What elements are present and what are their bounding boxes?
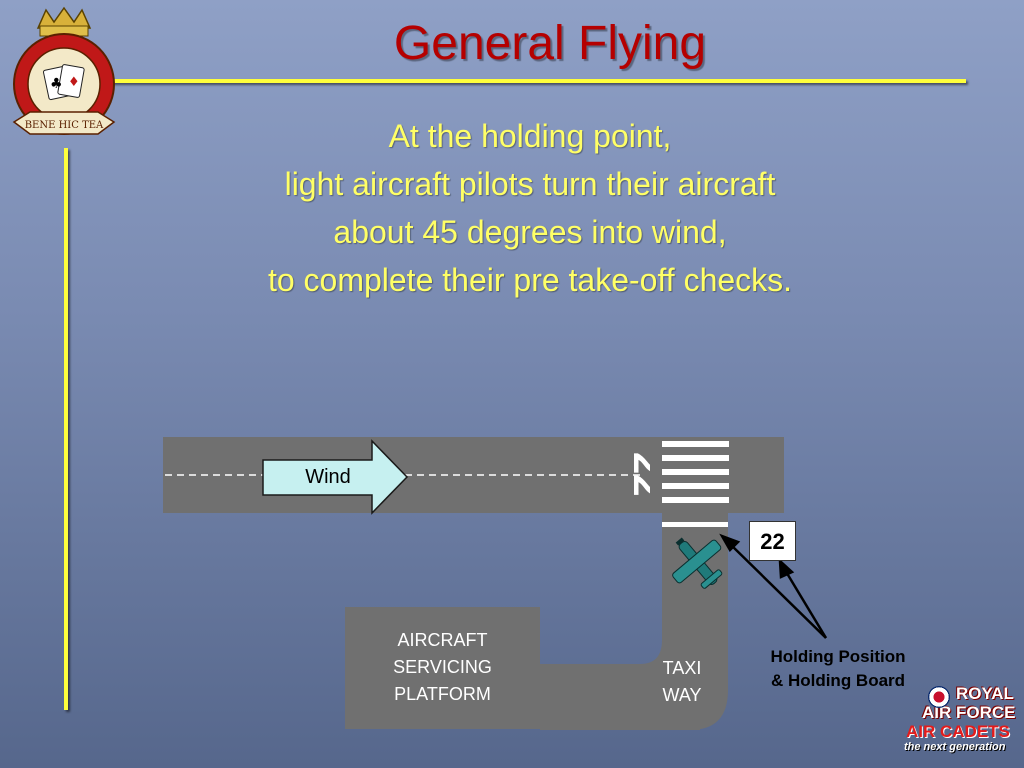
platform-label-line-3: PLATFORM bbox=[394, 684, 491, 704]
svg-text:♦: ♦ bbox=[68, 75, 80, 90]
crest-motto: BENE HIC TEA bbox=[25, 120, 104, 131]
taxiway-label-line-2: WAY bbox=[662, 685, 702, 705]
holding-board: 22 bbox=[749, 521, 796, 561]
body-line-1: At the holding point, bbox=[388, 118, 672, 154]
taxiway-label-line-1: TAXI bbox=[662, 658, 702, 678]
holding-label-line-1: Holding Position bbox=[770, 647, 906, 666]
roundel-icon bbox=[928, 686, 950, 708]
runway-number-text: 22 bbox=[625, 452, 650, 497]
slide-body: At the holding point, light aircraft pil… bbox=[160, 112, 900, 304]
holding-label-line-2: & Holding Board bbox=[770, 671, 906, 690]
holding-pointer-arrows bbox=[719, 533, 828, 639]
logo-line-air-cadets: AIR CADETS bbox=[906, 722, 1010, 741]
platform-label-line-1: AIRCRAFT bbox=[397, 630, 488, 650]
body-line-2: light aircraft pilots turn their aircraf… bbox=[284, 166, 776, 202]
squadron-crest-logo: ♣ ♦ BENE HIC TEA bbox=[12, 6, 116, 135]
holding-line bbox=[662, 522, 728, 527]
threshold-markings bbox=[662, 441, 729, 503]
taxiway-label: TAXI WAY bbox=[652, 655, 712, 709]
runway-number: 22 bbox=[625, 452, 650, 497]
title-rule bbox=[108, 79, 966, 83]
body-line-4: to complete their pre take-off checks. bbox=[267, 262, 793, 298]
platform-label: AIRCRAFT SERVICING PLATFORM bbox=[355, 627, 530, 708]
platform-label-line-2: SERVICING bbox=[393, 657, 492, 677]
servicing-platform bbox=[345, 607, 540, 729]
logo-line-royal: ROYAL bbox=[956, 684, 1014, 703]
body-line-3: about 45 degrees into wind, bbox=[333, 214, 727, 250]
logo-line-tagline: the next generation bbox=[904, 741, 1006, 753]
holding-position-label: Holding Position & Holding Board bbox=[748, 645, 928, 693]
wind-arrow bbox=[262, 439, 409, 515]
logo-line-air-force: AIR FORCE bbox=[922, 703, 1016, 722]
slide-title: General Flying bbox=[393, 17, 707, 70]
side-rule bbox=[64, 148, 68, 710]
aircraft-icon bbox=[672, 537, 723, 589]
svg-text:♣: ♣ bbox=[50, 76, 63, 92]
wind-label: Wind bbox=[305, 466, 351, 488]
raf-air-cadets-logo: ROYAL AIR FORCE AIR CADETS the next gene… bbox=[900, 684, 1024, 753]
